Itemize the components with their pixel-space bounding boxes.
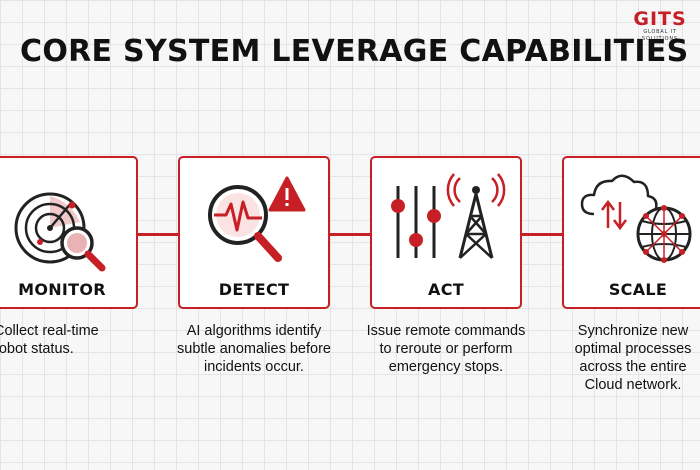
- logo-subtext: GLOBAL IT SOLUTIONS: [642, 29, 678, 42]
- brand-logo: GITS GLOBAL IT SOLUTIONS: [628, 10, 692, 43]
- card-label-act: ACT: [428, 280, 464, 299]
- logo-text: GITS: [633, 8, 687, 30]
- card-description-detect: AI algorithms identify subtle anomalies …: [177, 323, 331, 375]
- page-title: CORE SYSTEM LEVERAGE CAPABILITIES: [20, 34, 689, 69]
- connector-line: [0, 233, 700, 236]
- anomaly-alert-magnifier-icon: [208, 176, 306, 262]
- card-description-monitor: Collect real-time robot status.: [0, 323, 99, 357]
- card-scale: SCALE: [562, 156, 700, 309]
- cloud-sync-globe-icon: [580, 174, 692, 263]
- control-sliders-antenna-icon: [391, 173, 506, 259]
- card-label-monitor: MONITOR: [18, 280, 106, 299]
- card-label-scale: SCALE: [608, 280, 668, 299]
- radar-magnifier-icon: [14, 192, 106, 272]
- card-description-scale: Synchronize new optimal processes across…: [574, 323, 692, 393]
- card-monitor: MONITOR: [0, 156, 138, 309]
- card-act: ACT: [370, 156, 522, 309]
- card-label-detect: DETECT: [218, 280, 290, 299]
- card-description-act: Issue remote commands to reroute or perf…: [366, 323, 526, 375]
- card-detect: DETECT: [178, 156, 330, 309]
